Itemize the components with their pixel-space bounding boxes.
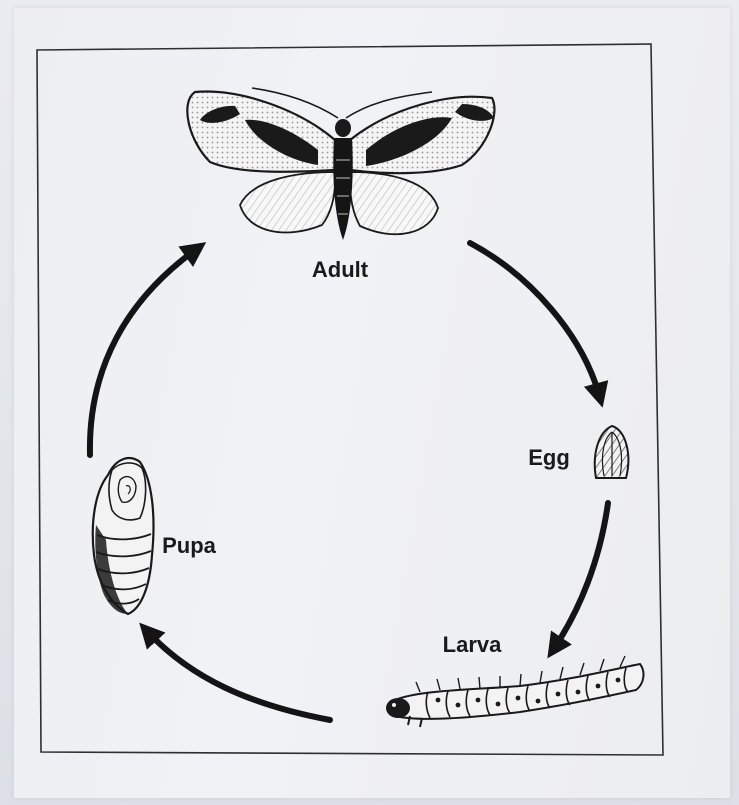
stage-label-egg: Egg xyxy=(528,445,570,470)
stage-label-pupa: Pupa xyxy=(162,533,217,558)
cycle-arrows xyxy=(90,243,608,720)
caterpillar-icon xyxy=(386,656,643,727)
arrow-pupa-to-adult xyxy=(90,248,198,455)
pupa-icon xyxy=(93,458,154,614)
stage-label-adult: Adult xyxy=(312,257,369,282)
moth-icon xyxy=(187,88,494,240)
arrow-adult-to-egg xyxy=(470,243,600,398)
stage-label-larva: Larva xyxy=(443,632,502,657)
egg-icon xyxy=(595,426,629,478)
arrow-larva-to-pupa xyxy=(146,630,330,720)
arrow-egg-to-larva xyxy=(553,503,608,650)
